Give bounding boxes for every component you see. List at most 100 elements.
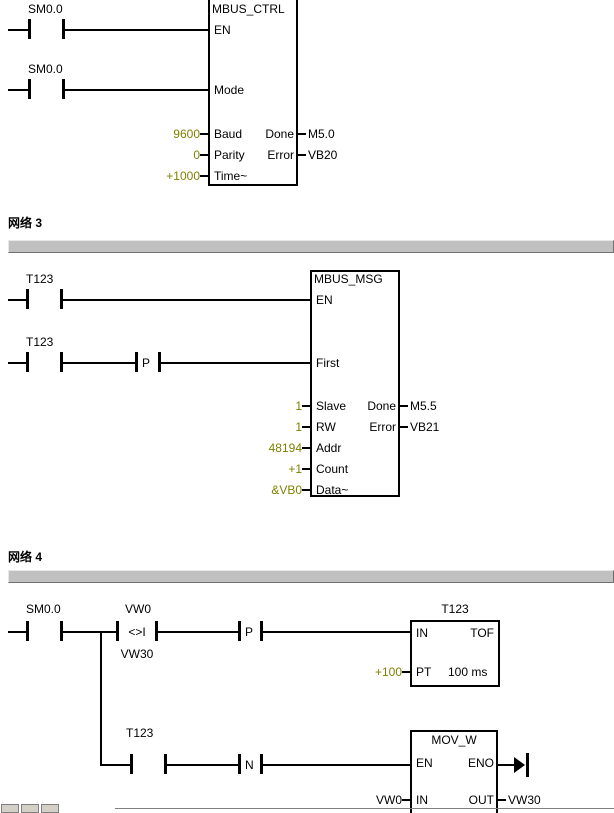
value-parity[interactable]: 0 [193, 148, 200, 162]
wire [200, 133, 208, 135]
block-title: MBUS_CTRL [212, 2, 285, 16]
wire [263, 764, 410, 766]
wire [100, 764, 130, 766]
value-baud[interactable]: 9600 [173, 127, 200, 141]
contact-operand[interactable]: T123 [26, 272, 54, 286]
operand-mov-out[interactable]: VW30 [508, 793, 541, 807]
pin-addr: Addr [316, 441, 342, 455]
wire [302, 447, 310, 449]
pin-error: Error [369, 420, 396, 434]
edge-n-symbol: N [245, 758, 254, 772]
open-branch-bar [526, 753, 529, 777]
contact-bar [60, 289, 63, 309]
wire [8, 89, 28, 91]
value-pt[interactable]: +100 [374, 665, 402, 679]
pin-timeout: Time~ [214, 169, 248, 183]
operand-mov-in[interactable]: VW0 [375, 793, 402, 807]
value-rw[interactable]: 1 [295, 420, 302, 434]
timer-operand[interactable]: T123 [441, 602, 469, 616]
wire [498, 799, 506, 801]
wire [298, 133, 306, 135]
wire [200, 154, 208, 156]
function-block-mov-w[interactable] [410, 730, 498, 813]
contact-bar [260, 621, 263, 641]
wire [298, 154, 306, 156]
contact-bar [26, 621, 29, 641]
contact-bar [26, 289, 29, 309]
wire [63, 299, 310, 301]
wire [63, 631, 118, 633]
contact-operand[interactable]: T123 [26, 335, 54, 349]
wire [65, 89, 208, 91]
pin-done: Done [265, 127, 294, 141]
block-title: MOV_W [431, 733, 477, 747]
contact-operand[interactable]: T123 [126, 726, 154, 740]
pin-rw: RW [316, 420, 336, 434]
network-separator-bar[interactable] [8, 240, 614, 253]
wire [158, 631, 238, 633]
pin-slave: Slave [316, 399, 347, 413]
contact-bar [135, 352, 138, 372]
wire [400, 405, 408, 407]
value-count[interactable]: +1 [288, 462, 302, 476]
contact-bar [60, 352, 63, 372]
pin-out: OUT [468, 793, 494, 807]
contact-operand[interactable]: SM0.0 [26, 602, 61, 616]
compare-operand-top[interactable]: VW0 [124, 602, 151, 616]
compare-operand-bottom[interactable]: VW30 [120, 647, 154, 661]
contact-bar [130, 754, 133, 774]
sheet-tab[interactable] [21, 804, 39, 813]
pin-first: First [316, 356, 340, 370]
pin-baud: Baud [214, 127, 243, 141]
wire [8, 299, 26, 301]
value-addr[interactable]: 48194 [268, 441, 302, 455]
wire [65, 29, 208, 31]
pin-en: EN [214, 23, 231, 37]
contact-bar [60, 621, 63, 641]
value-dataptr[interactable]: &VB0 [271, 483, 302, 497]
timer-preset-text: 100 ms [448, 665, 488, 679]
pin-eno: ENO [467, 756, 494, 770]
sheet-tab[interactable] [41, 804, 59, 813]
wire [402, 671, 410, 673]
wire [263, 631, 410, 633]
wire [402, 799, 410, 801]
compare-operator: <>I [128, 625, 146, 639]
value-slave[interactable]: 1 [295, 399, 302, 413]
pin-done: Done [367, 399, 396, 413]
contact-bar [62, 19, 65, 39]
pin-in: IN [416, 626, 428, 640]
pin-dataptr: Data~ [316, 483, 349, 497]
wire [8, 631, 26, 633]
sheet-tab[interactable] [1, 804, 19, 813]
wire [302, 426, 310, 428]
pin-count: Count [316, 462, 349, 476]
pin-mode: Mode [214, 83, 245, 97]
contact-bar [26, 352, 29, 372]
contact-operand[interactable]: SM0.0 [28, 2, 63, 16]
operand-error[interactable]: VB20 [308, 148, 338, 162]
function-block-mbus-msg[interactable] [310, 270, 400, 497]
wire [161, 362, 310, 364]
wire [498, 764, 514, 766]
operand-error[interactable]: VB21 [410, 420, 440, 434]
function-block-mbus-ctrl[interactable] [208, 0, 298, 186]
contact-bar [155, 621, 158, 641]
pin-in: IN [416, 793, 428, 807]
operand-done[interactable]: M5.5 [410, 399, 437, 413]
operand-done[interactable]: M5.0 [308, 127, 335, 141]
timer-block-tof[interactable] [410, 620, 500, 687]
wire [302, 405, 310, 407]
value-timeout[interactable]: +1000 [166, 169, 200, 183]
pin-en: EN [316, 293, 333, 307]
pin-error: Error [267, 148, 294, 162]
pin-parity: Parity [214, 148, 245, 162]
wire [400, 426, 408, 428]
contact-operand[interactable]: SM0.0 [28, 62, 63, 76]
contact-bar [260, 754, 263, 774]
edge-p-symbol: P [142, 356, 151, 370]
wire [8, 29, 28, 31]
wire [200, 175, 208, 177]
contact-bar [62, 79, 65, 99]
network-separator-bar[interactable] [8, 570, 614, 583]
